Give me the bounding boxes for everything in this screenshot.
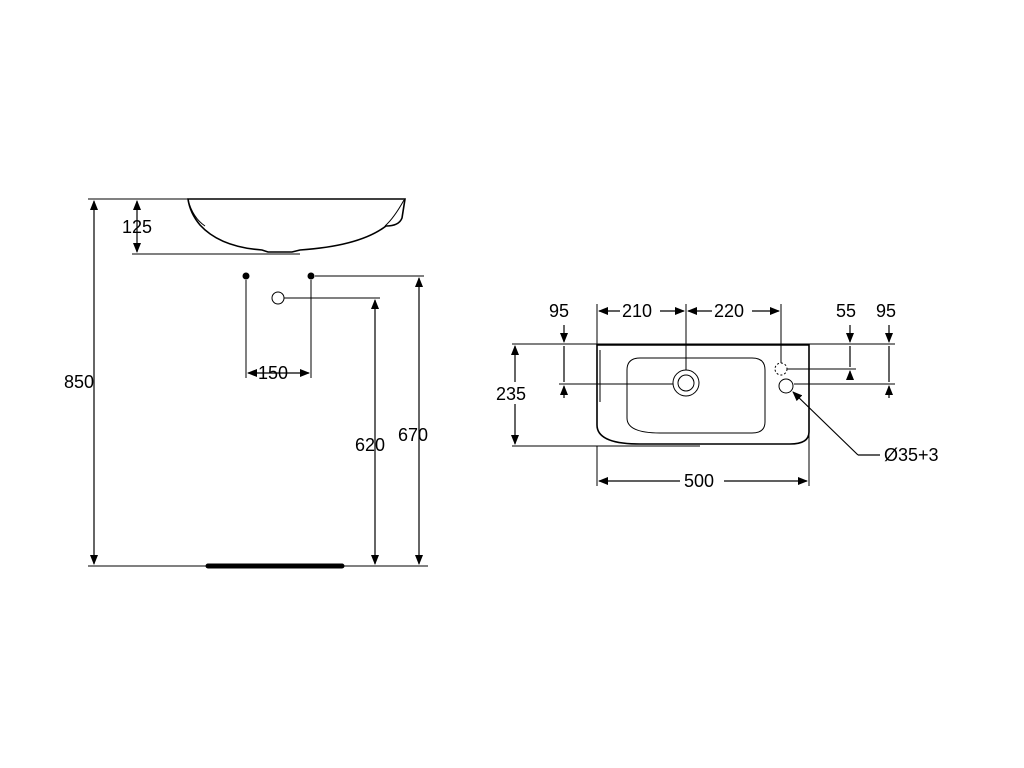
supply-point-left [242,272,250,280]
dim-label-bg-220 [712,298,752,320]
top-view: 210 220 95 55 95 235 500 [494,298,939,491]
basin-bowl-outline [626,357,766,434]
dim-label-150: 150 [258,363,288,383]
dim-label-210: 210 [622,301,652,321]
dim-label-220: 220 [714,301,744,321]
basin-inner-rim-right [384,199,405,227]
optional-tap-hole-icon [774,362,788,376]
supply-point-right [307,272,315,280]
waste-hole-inner-icon [677,374,695,392]
dim-label-95-left: 95 [549,301,569,321]
dim-label-670: 670 [398,425,428,445]
waste-outlet-icon [271,291,285,305]
side-view: 850 125 150 620 670 [64,198,428,569]
basin-top-outline [596,344,810,445]
dim-label-bg-235 [494,382,536,404]
waste-hole-outer-icon [672,369,700,397]
tap-hole-icon [778,378,794,394]
dim-label-850: 850 [64,372,94,392]
dim-label-620: 620 [355,435,385,455]
dim-label-95-right: 95 [876,301,896,321]
dim-label-tap-hole: Ø35+3 [884,445,939,465]
dim-label-125: 125 [122,217,152,237]
dim-label-500: 500 [684,471,714,491]
dim-label-55: 55 [836,301,856,321]
dim-label-bg-210 [620,298,660,320]
dim-label-235: 235 [496,384,526,404]
dim-label-bg-500 [680,469,724,491]
basin-profile [187,198,406,253]
basin-inner-rim-left [187,199,206,227]
leader-diagonal [792,391,859,456]
